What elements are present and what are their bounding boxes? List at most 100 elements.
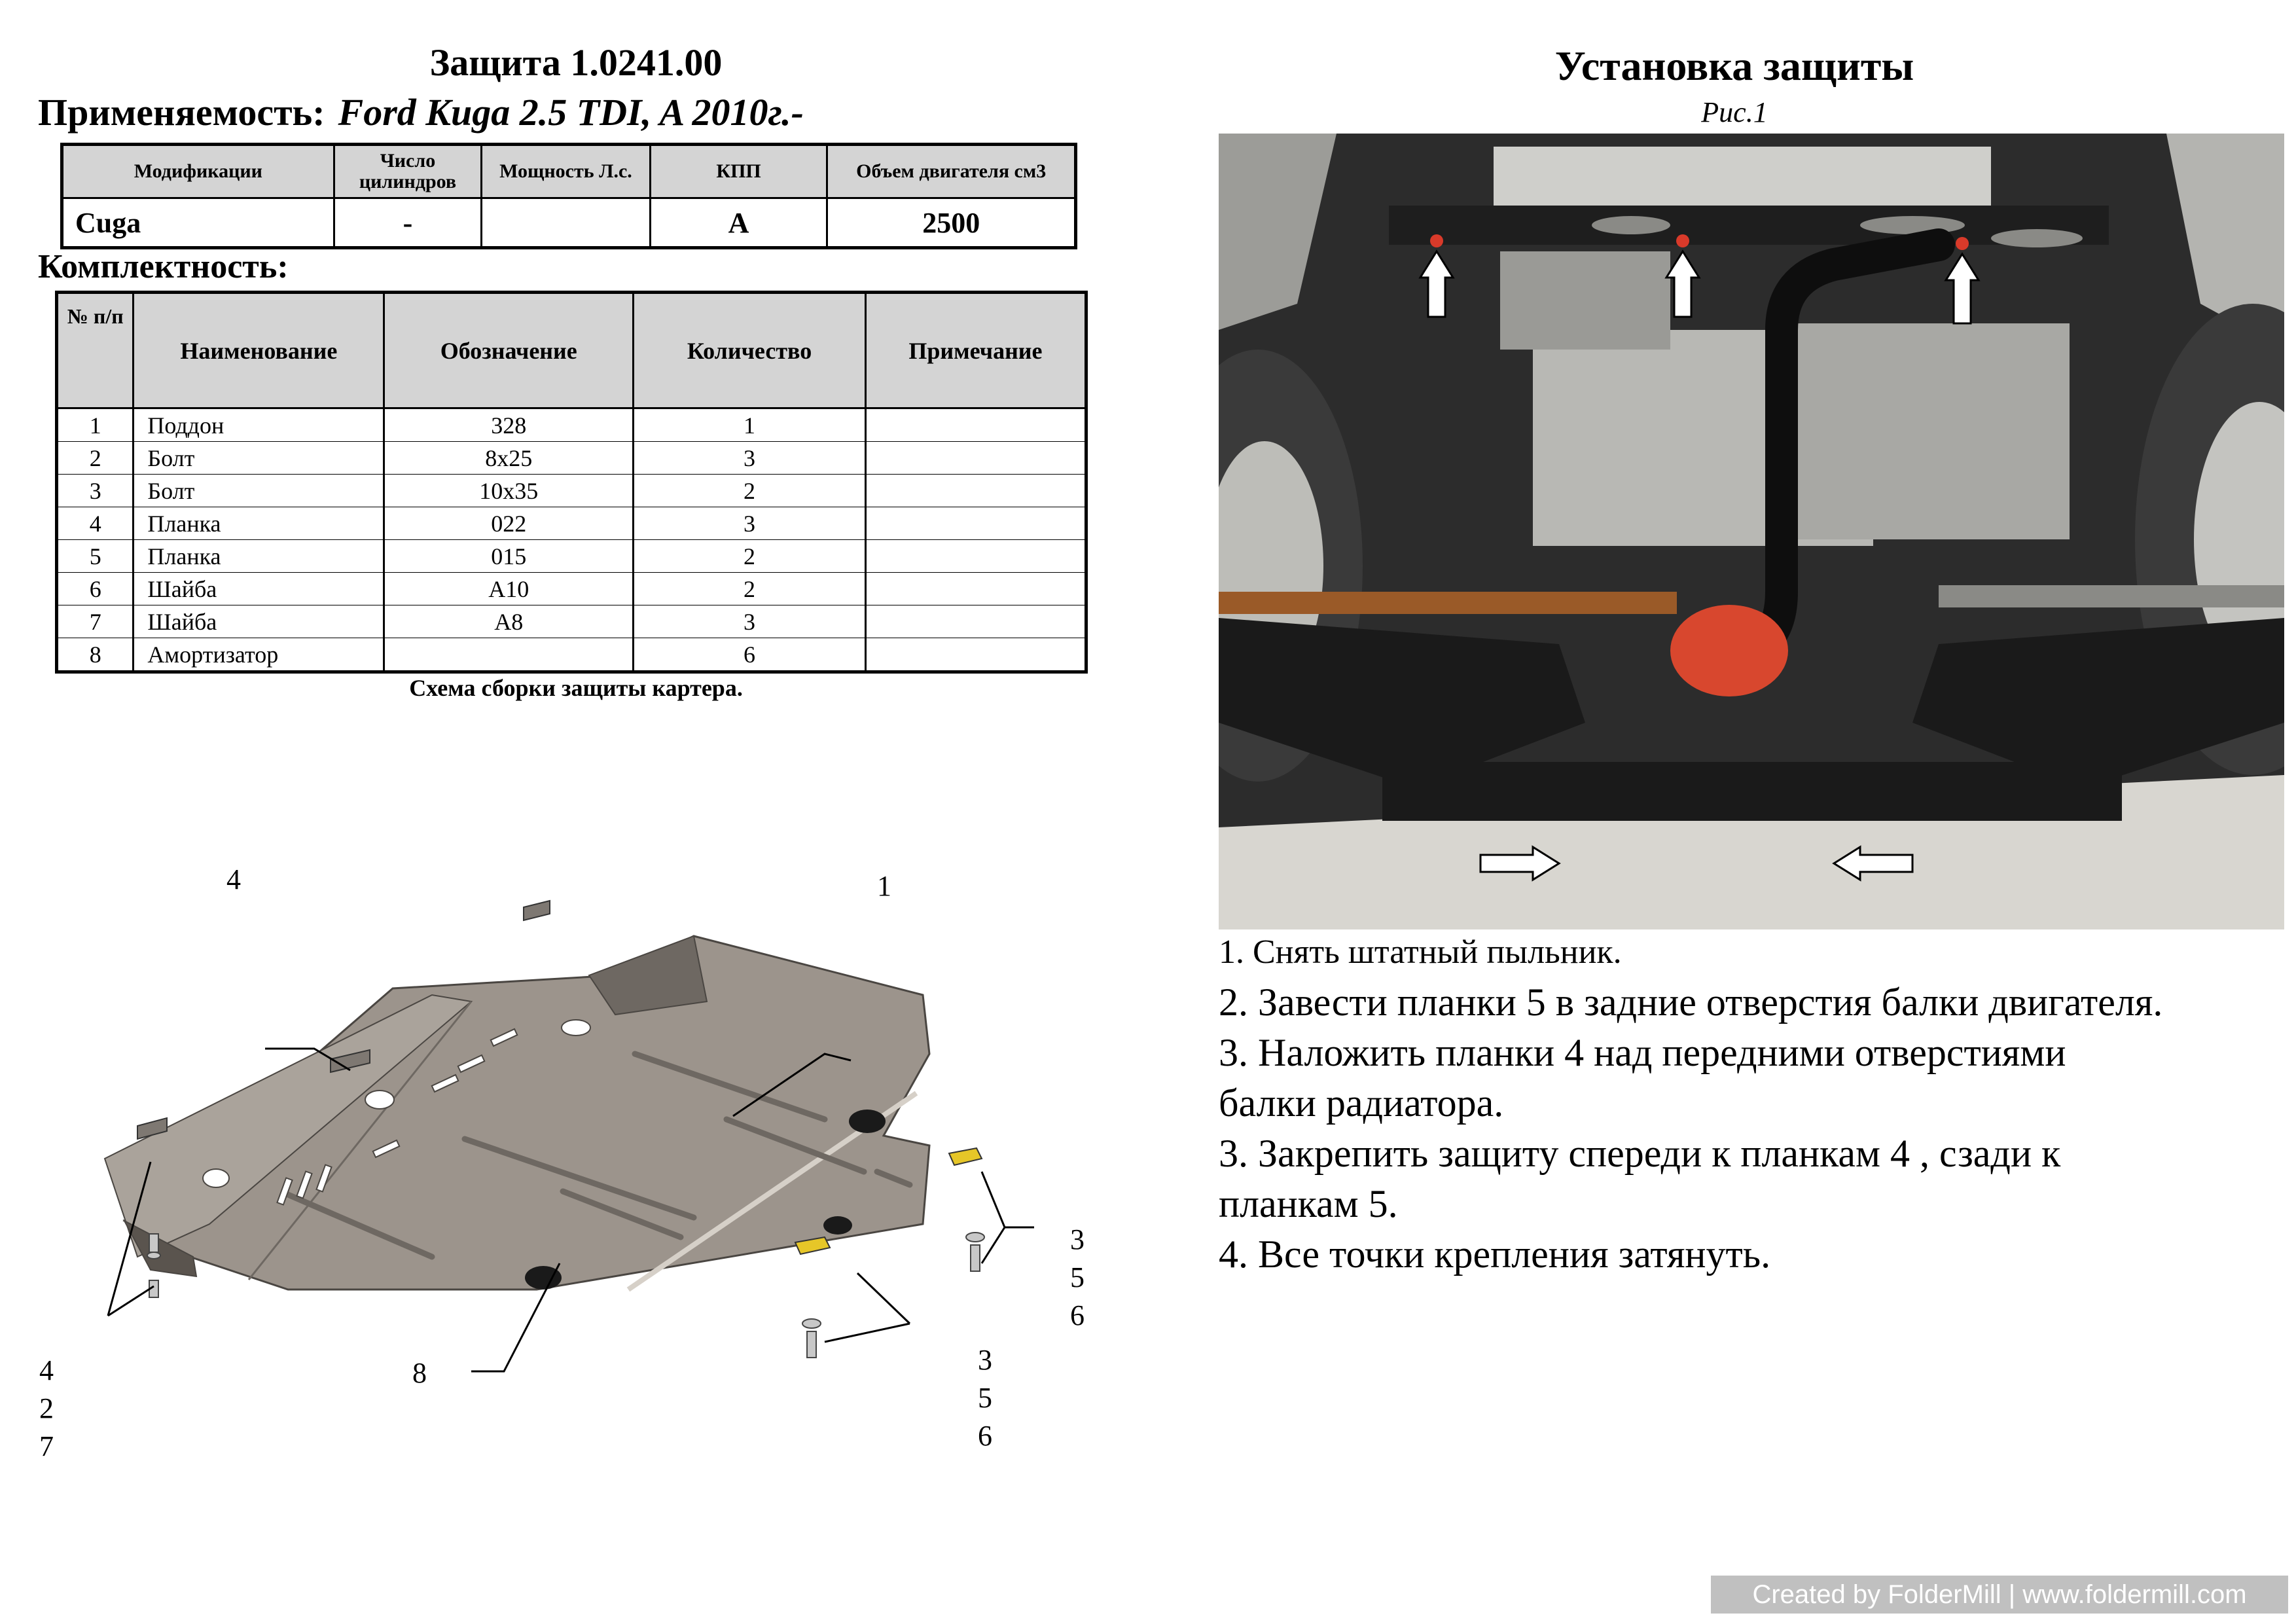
kit-cell-number: 4 [55,507,135,540]
step-line-5: 4. Все точки крепления затянуть. [1219,1233,1771,1276]
mods-cell-engine-volume: 2500 [826,197,1077,249]
kit-cell-name: Планка [132,507,386,540]
radiator-support [1389,147,2109,247]
mods-header-power: Мощность Л.с. [480,143,651,199]
kit-header-quantity: Количество [632,291,867,409]
kit-header-name: Наименование [132,291,386,409]
mods-cell-cylinders: - [332,197,483,249]
kit-cell-note [864,539,1088,573]
kit-cell-note [864,474,1088,507]
watermark-badge: Created by FolderMill | www.foldermill.c… [1711,1576,2288,1614]
kit-cell-note [864,638,1088,672]
callout-6b: 6 [978,1420,992,1452]
table-row: 1 Поддон 328 1 [55,408,1088,442]
kit-cell-designation: A10 [383,572,635,605]
callout-5b: 5 [978,1382,992,1414]
kit-cell-quantity: 1 [632,408,867,442]
left-arrow-icon [1832,845,1914,882]
kit-cell-quantity: 2 [632,539,867,573]
scheme-caption: Схема сборки защиты картера. [409,675,743,701]
step-line-1: 1. Снять штатный пыльник. [1219,933,1622,971]
step-line-3-cont: балки радиатора. [1219,1081,1504,1125]
table-row: 8 Амортизатор 6 [55,638,1088,672]
subframe [1219,618,2284,821]
table-row: 2 Болт 8x25 3 [55,441,1088,475]
arrow-icons [1418,249,1981,882]
modifications-table: Модификации Число цилиндров Мощность Л.с… [60,143,1077,249]
kit-cell-number: 1 [55,408,135,442]
callout-2b: 2 [39,1392,54,1424]
mods-cell-gearbox: A [649,197,829,249]
mods-header-gearbox: КПП [649,143,829,199]
right-arrow-icon [1479,845,1561,882]
kit-table: № п/п Наименование Обозначение Количеств… [55,291,1088,674]
kit-cell-quantity: 2 [632,572,867,605]
kit-cell-number: 5 [55,539,135,573]
mods-header-modification: Модификации [61,143,335,199]
mods-cell-model: Cuga [61,197,335,249]
kit-cell-designation: 8x25 [383,441,635,475]
installation-title: Установка защиты [1554,43,1914,89]
mounting-points [1430,234,1969,250]
kit-cell-name: Шайба [132,605,386,638]
callout-3a: 3 [1070,1223,1085,1255]
kit-header-row: № п/п Наименование Обозначение Количеств… [55,291,1088,409]
assembly-diagram [103,899,1034,1373]
kit-cell-name: Амортизатор [132,638,386,672]
callout-4-top: 4 [226,863,241,895]
kit-cell-designation: 10x35 [383,474,635,507]
kit-cell-quantity: 3 [632,441,867,475]
document-title: Защита 1.0241.00 [429,41,723,84]
step-line-4-cont: планкам 5. [1219,1182,1398,1225]
mods-header-engine-volume: Объем двигателя см3 [826,143,1077,199]
kit-cell-quantity: 3 [632,507,867,540]
kit-cell-number: 8 [55,638,135,672]
table-row: 6 Шайба A10 2 [55,572,1088,605]
kit-header-note: Примечание [864,291,1088,409]
callout-lines [107,1047,1034,1373]
engine-block [1500,251,2070,546]
callout-4b: 4 [39,1354,54,1386]
mods-cell-power [480,197,651,249]
callout-3b: 3 [978,1344,992,1376]
step-line-3: 3. Наложить планки 4 над передними отвер… [1219,1031,2066,1074]
kit-cell-name: Шайба [132,572,386,605]
kit-cell-designation: 015 [383,539,635,573]
kit-cell-quantity: 2 [632,474,867,507]
kit-cell-name: Планка [132,539,386,573]
modifications-header-row: Модификации Число цилиндров Мощность Л.с… [61,143,1077,199]
kit-cell-number: 2 [55,441,135,475]
up-arrow-icon [1944,252,1981,325]
table-row: 4 Планка 022 3 [55,507,1088,540]
kit-cell-designation [383,638,635,672]
kit-cell-name: Поддон [132,408,386,442]
table-row: 3 Болт 10x35 2 [55,474,1088,507]
figure-label: Рис.1 [1701,96,1768,128]
kit-cell-number: 6 [55,572,135,605]
kit-cell-number: 3 [55,474,135,507]
step-line-4: 3. Закрепить защиту спереди к планкам 4 … [1219,1132,2061,1175]
kit-header-number: № п/п [55,291,135,409]
kit-cell-designation: 328 [383,408,635,442]
kit-cell-note [864,507,1088,540]
callout-7b: 7 [39,1430,54,1462]
applicability-line: Применяемость: Ford Kuga 2.5 TDI, A 2010г… [38,90,804,134]
kit-cell-note [864,572,1088,605]
callout-6a: 6 [1070,1299,1085,1331]
kit-cell-note [864,441,1088,475]
kit-title: Комплектность: [38,248,289,285]
callout-5a: 5 [1070,1261,1085,1293]
applicability-label: Применяемость: [38,91,325,134]
mods-header-cylinders: Число цилиндров [332,143,483,199]
kit-header-designation: Обозначение [383,291,635,409]
applicability-value: Ford Kuga 2.5 TDI, A 2010г.- [338,91,804,134]
step-line-2: 2. Завести планки 5 в задние отверстия б… [1219,981,2163,1024]
kit-cell-designation: 022 [383,507,635,540]
kit-cell-number: 7 [55,605,135,638]
callout-1: 1 [877,870,891,902]
up-arrow-icon [1664,249,1701,318]
mounting-brackets [137,899,983,1255]
up-arrow-icon [1418,249,1455,318]
callout-8: 8 [412,1357,427,1389]
bolts-and-washers [147,1232,985,1358]
